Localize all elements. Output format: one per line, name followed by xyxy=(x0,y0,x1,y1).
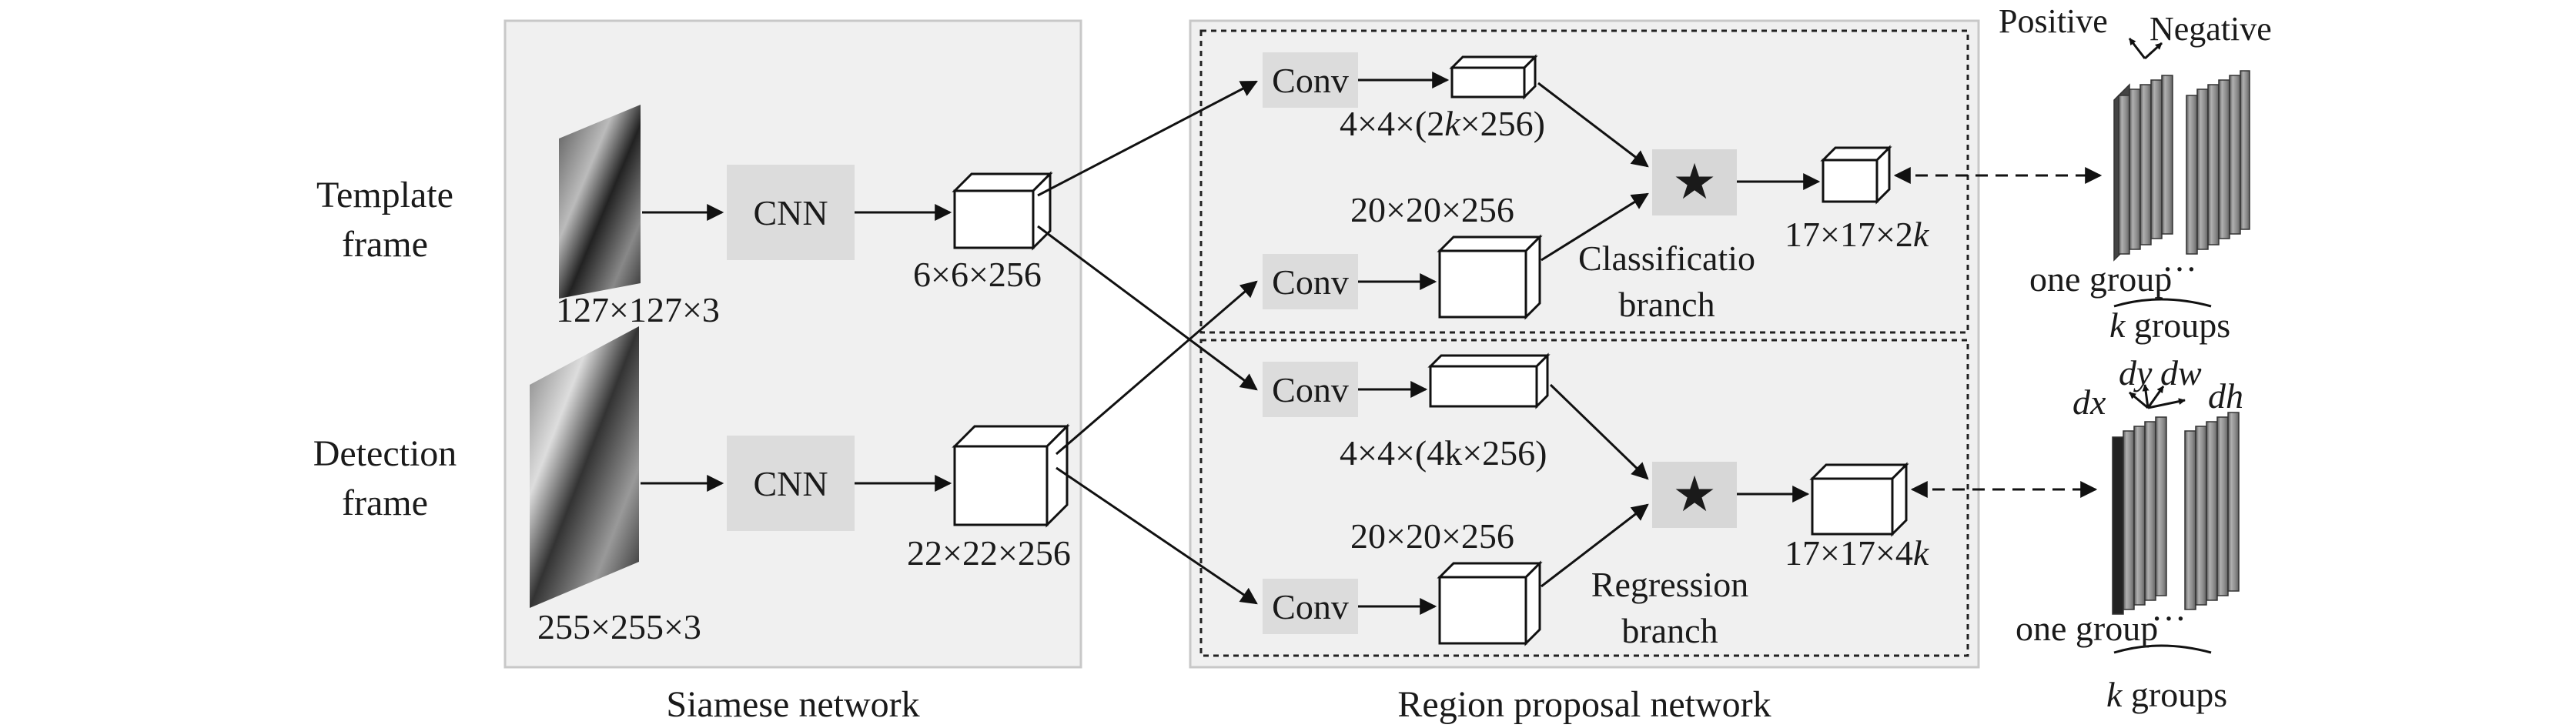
dw-label: dw xyxy=(2160,353,2202,392)
detection-frame-label: Detection frame xyxy=(313,433,457,523)
dy-label: dy xyxy=(2119,353,2153,392)
cls-kernel-size-label: 4×4×(2k×256) xyxy=(1340,106,1545,142)
reg-groups-k: k xyxy=(2106,675,2123,714)
cls-group-brace xyxy=(2113,298,2212,308)
cls-kernel-k: k xyxy=(1444,104,1460,143)
detection-feature-cube xyxy=(952,423,1070,528)
arrow-dy xyxy=(2142,384,2149,409)
arrow-detection-feat-to-cls-conv xyxy=(1055,280,1258,456)
cls-correlation-star: ★ xyxy=(1652,149,1737,215)
reg-output-sheets xyxy=(2112,412,2240,615)
reg-output-prefix: 17×17×4 xyxy=(1785,533,1913,573)
cls-search-size-label: 20×20×256 xyxy=(1350,190,1514,229)
cls-kernel-suffix: ×256) xyxy=(1460,104,1545,143)
cls-output-k: k xyxy=(1912,215,1929,254)
detection-size-label: 255×255×3 xyxy=(537,607,701,646)
reg-output-k: k xyxy=(1912,533,1929,573)
arrow-reg-kernel-to-corr xyxy=(1549,383,1649,480)
cls-branch-label: Classificatio branch xyxy=(1578,239,1755,324)
reg-k-groups-label: k groups xyxy=(2106,677,2227,713)
cls-groups-k: k xyxy=(2109,306,2126,345)
reg-kernel-cube xyxy=(1427,352,1551,409)
reg-correlation-star: ★ xyxy=(1652,462,1737,528)
reg-kernel-size-label: 4×4×(4k×256) xyxy=(1340,433,1547,473)
arrow-cls-kernel-to-corr xyxy=(1537,82,1649,168)
rpn-panel xyxy=(1189,19,1980,669)
reg-one-group-label: one group xyxy=(2016,609,2159,648)
cls-output-cube xyxy=(1820,145,1892,205)
cls-one-group-label: one group xyxy=(2029,259,2173,299)
reg-branch-label: Regression branch xyxy=(1591,565,1749,650)
reg-kernel-conv-box: Conv xyxy=(1263,362,1358,417)
detection-image xyxy=(530,326,639,608)
arrow-dw xyxy=(2146,386,2165,409)
reg-output-cube xyxy=(1809,462,1909,537)
cls-dotted-box xyxy=(1199,29,1969,334)
arrow-dh xyxy=(2147,398,2186,409)
dx-label: dx xyxy=(2073,382,2106,422)
reg-search-cube xyxy=(1437,560,1543,646)
detection-cnn-box: CNN xyxy=(727,436,855,531)
cls-kernel-cube xyxy=(1449,54,1538,100)
cls-output-size-label: 17×17×2k xyxy=(1785,217,1929,252)
arrow-negative xyxy=(2143,42,2163,60)
template-image xyxy=(559,105,641,299)
dh-label: dh xyxy=(2208,376,2243,416)
arrow-positive xyxy=(2128,38,2146,59)
positive-label: Positive xyxy=(1999,2,2108,40)
cls-kernel-prefix: 4×4×(2 xyxy=(1340,104,1445,143)
template-frame-label: Template frame xyxy=(316,175,453,265)
arrow-detection-feat-to-reg-conv xyxy=(1055,466,1258,605)
cls-output-sheets xyxy=(2113,70,2250,262)
reg-dotted-box xyxy=(1199,339,1969,657)
arrow-cls-search-to-corr xyxy=(1541,192,1649,262)
cls-kernel-conv-box: Conv xyxy=(1263,52,1358,108)
detection-feat-label: 22×22×256 xyxy=(907,533,1071,573)
arrow-template-feat-to-cls-conv xyxy=(1037,80,1258,197)
reg-dots: … xyxy=(2151,589,2186,628)
template-size-label: 127×127×3 xyxy=(556,290,720,329)
template-feature-cube xyxy=(952,171,1053,251)
reg-groups-suffix: groups xyxy=(2122,675,2228,714)
template-feat-label: 6×6×256 xyxy=(913,255,1042,294)
arrow-dx xyxy=(2129,391,2149,409)
template-cnn-box: CNN xyxy=(727,165,855,260)
reg-group-brace xyxy=(2113,644,2212,654)
arrow-reg-search-to-corr xyxy=(1541,503,1649,588)
arrow-template-feat-to-reg-conv xyxy=(1037,225,1258,391)
cls-search-conv-box: Conv xyxy=(1263,254,1358,309)
cls-search-cube xyxy=(1437,234,1543,320)
reg-search-size-label: 20×20×256 xyxy=(1350,516,1514,556)
reg-search-conv-box: Conv xyxy=(1263,579,1358,634)
negative-label: Negative xyxy=(2149,10,2272,48)
siamese-panel-title: Siamese network xyxy=(666,684,920,725)
cls-k-groups-label: k groups xyxy=(2109,308,2230,343)
reg-output-size-label: 17×17×4k xyxy=(1785,536,1929,571)
cls-dots: … xyxy=(2162,239,2197,279)
rpn-panel-title: Region proposal network xyxy=(1397,684,1771,725)
cls-output-prefix: 17×17×2 xyxy=(1785,215,1913,254)
cls-groups-suffix: groups xyxy=(2125,306,2231,345)
